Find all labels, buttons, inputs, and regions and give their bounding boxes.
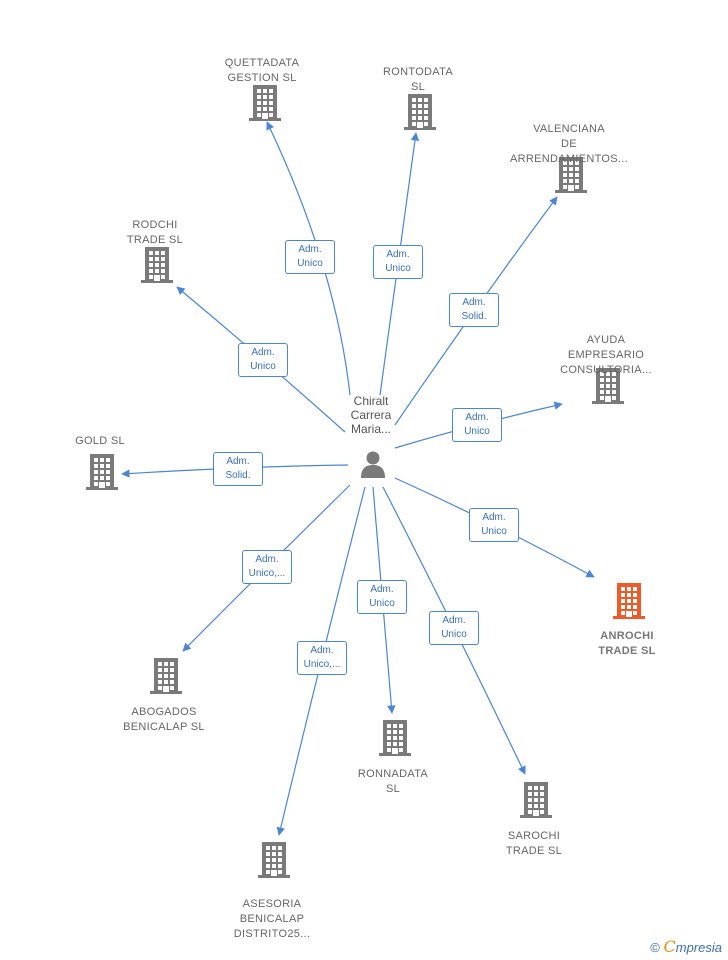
company-label-sarochi[interactable]: SAROCHI TRADE SL — [505, 830, 563, 857]
company-label-anrochi[interactable]: ANROCHI TRADE SL — [598, 630, 656, 657]
brand-footer: © Cmpresia — [650, 937, 722, 956]
copyright-symbol: © — [650, 940, 660, 955]
company-label-rontodata[interactable]: RONTODATA SL — [383, 66, 453, 93]
edge-label-asesoria[interactable]: Adm. Unico,... — [297, 641, 347, 675]
company-label-rodchi[interactable]: RODCHI TRADE SL — [126, 219, 184, 246]
brand-logo-text: mpresia — [675, 940, 722, 955]
company-label-valenciana[interactable]: VALENCIANA DE ARRENDAMIENTOS... — [510, 123, 628, 165]
company-label-gold[interactable]: GOLD SL — [75, 435, 125, 447]
company-label-quettadata[interactable]: QUETTADATA GESTION SL — [224, 57, 300, 84]
building-icon[interactable] — [404, 94, 436, 135]
edge-label-rontodata[interactable]: Adm. Unico — [373, 245, 423, 279]
building-icon[interactable] — [592, 368, 624, 409]
edge-label-gold[interactable]: Adm. Solid. — [213, 452, 263, 486]
building-icon[interactable] — [555, 157, 587, 198]
person-icon[interactable] — [359, 450, 387, 483]
company-label-abogados[interactable]: ABOGADOS BENICALAP SL — [123, 706, 205, 733]
edge-label-rodchi[interactable]: Adm. Unico — [238, 343, 288, 377]
edge-label-ronnadata[interactable]: Adm. Unico — [357, 580, 407, 614]
person-label[interactable]: Chiralt Carrera Maria... — [350, 394, 392, 436]
edge-label-sarochi[interactable]: Adm. Unico — [429, 611, 479, 645]
company-label-ayuda[interactable]: AYUDA EMPRESARIO CONSULTORIA... — [560, 334, 652, 376]
edge-label-abogados[interactable]: Adm. Unico,... — [242, 550, 292, 584]
brand-logo-letter: C — [663, 937, 676, 956]
edge-label-quettadata[interactable]: Adm. Unico — [285, 240, 335, 274]
building-icon[interactable] — [379, 720, 411, 761]
building-icon[interactable] — [141, 247, 173, 288]
building-icon[interactable] — [86, 454, 118, 495]
building-icon[interactable] — [249, 85, 281, 126]
building-icon[interactable] — [258, 842, 290, 883]
edge-label-anrochi[interactable]: Adm. Unico — [469, 508, 519, 542]
building-icon[interactable] — [150, 658, 182, 699]
edge-label-valenciana[interactable]: Adm. Solid. — [449, 293, 499, 327]
edge-label-ayuda[interactable]: Adm. Unico — [452, 408, 502, 442]
company-label-asesoria[interactable]: ASESORIA BENICALAP DISTRITO25... — [233, 898, 311, 940]
company-label-ronnadata[interactable]: RONNADATA SL — [357, 768, 429, 795]
building-icon[interactable] — [613, 583, 645, 624]
building-icon[interactable] — [520, 782, 552, 823]
